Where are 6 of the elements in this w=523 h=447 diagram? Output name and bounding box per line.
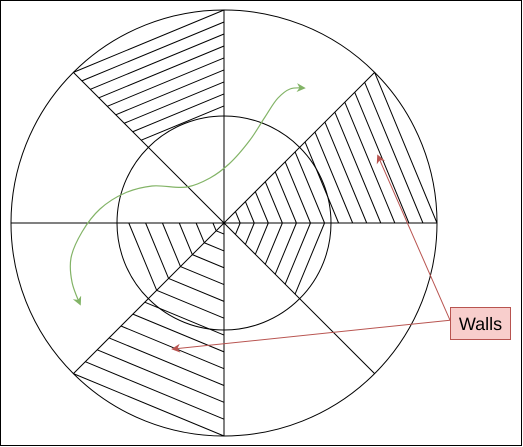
hatched-wall [304, 72, 438, 224]
callout-label: Walls [458, 314, 502, 332]
leader-arrow [376, 154, 450, 321]
callout-box [450, 307, 511, 340]
leader-arrow [171, 320, 450, 353]
hatched-wall [72, 326, 224, 436]
